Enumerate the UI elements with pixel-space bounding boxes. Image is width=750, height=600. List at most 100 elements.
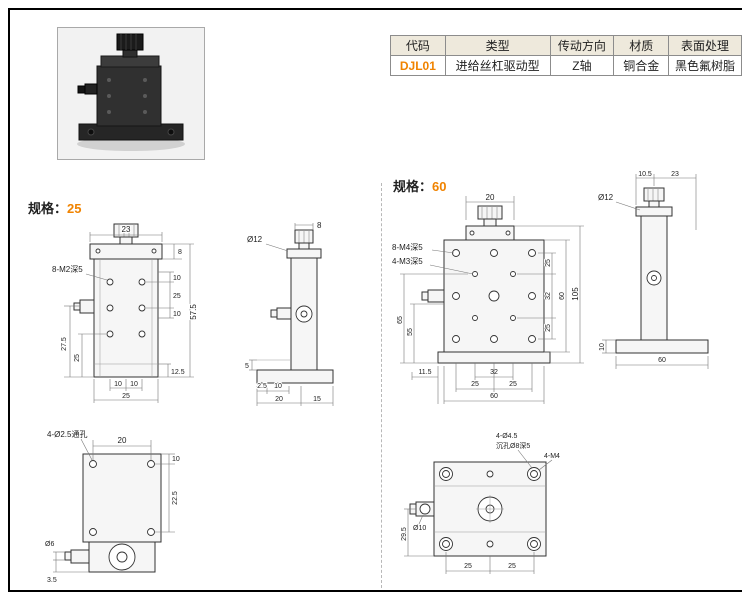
dim-label: Ø6 bbox=[45, 541, 54, 548]
spec25-side-shapes bbox=[256, 229, 334, 384]
top-plate bbox=[100, 55, 160, 68]
col-finish: 表面处理 bbox=[668, 35, 742, 56]
col-material: 材质 bbox=[613, 35, 670, 56]
spec60-heading: 规格：60 bbox=[393, 176, 446, 195]
spec60-side-dimensions: 10.5 23 Ø12 10 60 bbox=[597, 170, 709, 369]
screw bbox=[143, 78, 147, 82]
side-knob bbox=[84, 83, 98, 95]
dim-label: 10 bbox=[114, 381, 122, 388]
value-finish: 黑色氟树脂 bbox=[668, 55, 742, 76]
page-frame bbox=[8, 8, 742, 592]
screw bbox=[143, 94, 147, 98]
spec-table: 代码 类型 传动方向 材质 表面处理 DJL01 进给丝杠驱动型 Z轴 铜合金 … bbox=[390, 35, 742, 76]
dim-label: 3.5 bbox=[47, 577, 57, 584]
spec25-bottom-view: 4-Ø2.5通孔 20 10 22.5 Ø6 3.5 bbox=[44, 428, 181, 585]
dim-label: 29.5 bbox=[401, 527, 408, 541]
hole-callout: 8-M4深5 bbox=[392, 243, 423, 252]
col-type: 类型 bbox=[444, 35, 551, 56]
spec25-front-shapes bbox=[73, 223, 163, 378]
dim-label: 55 bbox=[407, 328, 414, 336]
dim-label: 2.5 bbox=[257, 383, 267, 390]
base-foot bbox=[615, 339, 709, 354]
screw bbox=[107, 110, 111, 114]
dim-label: 65 bbox=[397, 316, 404, 324]
side-knob-cap bbox=[77, 85, 86, 94]
product-photo-illustration bbox=[77, 33, 185, 151]
dim-label: 20 bbox=[275, 396, 283, 403]
dim-label: 12.5 bbox=[171, 369, 185, 376]
col-code: 代码 bbox=[390, 35, 446, 56]
side-knob-cap bbox=[421, 291, 429, 301]
spec25-front-dimensions: 23 8-M2深5 8 10 25 10 57.5 27.5 25 12.5 bbox=[51, 224, 199, 403]
value-direction: Z轴 bbox=[549, 55, 615, 76]
dim-label: 60 bbox=[658, 357, 666, 364]
spec25-heading-size: 25 bbox=[67, 201, 82, 216]
dim-label: 25 bbox=[508, 563, 516, 570]
dim-label: 23 bbox=[671, 171, 679, 178]
knob-neck bbox=[119, 236, 133, 245]
side-knob bbox=[427, 289, 445, 303]
screw bbox=[107, 94, 111, 98]
spec-table-value-row: DJL01 进给丝杠驱动型 Z轴 铜合金 黑色氟树脂 bbox=[390, 55, 742, 76]
side-knob bbox=[79, 299, 95, 314]
dim-label: 32 bbox=[545, 292, 552, 300]
spec25-front-view: 23 8-M2深5 8 10 25 10 57.5 27.5 25 12.5 bbox=[51, 223, 199, 403]
spec60-front-view: 20 8-M4深5 4-M3深5 65 55 25 32 25 60 105 bbox=[391, 192, 584, 404]
hole-callout: 沉孔Ø8深5 bbox=[496, 441, 530, 450]
product-photo bbox=[57, 27, 205, 160]
spec60-front-dimensions: 20 8-M4深5 4-M3深5 65 55 25 32 25 60 105 bbox=[391, 192, 584, 404]
dim-label: 10 bbox=[130, 381, 138, 388]
dim-label: 10 bbox=[173, 311, 181, 318]
body bbox=[93, 258, 159, 378]
spec60-bottom-view: 4-Ø4.5 沉孔Ø8深5 4-M4 29.5 Ø10 25 25 bbox=[400, 432, 561, 574]
dim-label: Ø12 bbox=[598, 193, 614, 202]
knob-neck bbox=[483, 218, 497, 227]
base-hole bbox=[167, 128, 175, 136]
hole-callout: 4-Ø4.5 bbox=[496, 433, 518, 440]
spec60-front-shapes bbox=[421, 205, 551, 364]
value-material: 铜合金 bbox=[613, 55, 670, 76]
spec60-heading-label: 规格： bbox=[393, 179, 433, 194]
spec25-side-view: 8 Ø12 5 2.5 10 20 15 bbox=[244, 220, 334, 406]
side-knob bbox=[70, 549, 90, 564]
top-plate bbox=[89, 243, 163, 260]
hole-callout: 4-Ø2.5通孔 bbox=[47, 429, 87, 439]
base-foot bbox=[256, 369, 334, 384]
dim-label: 10 bbox=[173, 275, 181, 282]
dim-label: 25 bbox=[74, 354, 81, 362]
dim-label: 105 bbox=[571, 287, 580, 301]
dim-label: 15 bbox=[313, 396, 321, 403]
base-hole bbox=[87, 128, 95, 136]
dim-label: 25 bbox=[464, 563, 472, 570]
knob-neck bbox=[298, 242, 310, 250]
dim-label: 25 bbox=[471, 381, 479, 388]
hole-callout: 4-M3深5 bbox=[392, 257, 423, 266]
dim-label: 25 bbox=[122, 393, 130, 400]
dim-label: 22.5 bbox=[172, 491, 179, 505]
dim-label: 11.5 bbox=[418, 369, 431, 376]
stage-body bbox=[96, 65, 162, 127]
knob-neck bbox=[648, 200, 660, 208]
spec60-bottom-shapes bbox=[409, 461, 547, 557]
spec25-heading-label: 规格： bbox=[28, 201, 68, 216]
value-type: 进给丝杠驱动型 bbox=[444, 55, 551, 76]
top-flange bbox=[286, 248, 322, 259]
side-knob-cap bbox=[73, 302, 81, 311]
spec25-side-dimensions: 8 Ø12 5 2.5 10 20 15 bbox=[244, 220, 334, 406]
dim-label: 60 bbox=[559, 292, 566, 300]
spec25-heading: 规格：25 bbox=[28, 198, 81, 217]
dim-label: 25 bbox=[545, 324, 552, 332]
dim-label: 20 bbox=[118, 436, 127, 445]
screw bbox=[107, 78, 111, 82]
dim-label: 8 bbox=[178, 249, 182, 256]
section-divider bbox=[381, 183, 382, 588]
spec60-side-view: 10.5 23 Ø12 10 60 bbox=[597, 170, 709, 369]
dim-label: 60 bbox=[490, 393, 498, 400]
dim-label: 10 bbox=[274, 383, 282, 390]
spec60-side-shapes bbox=[615, 187, 709, 354]
dim-label: 5 bbox=[245, 363, 249, 370]
dim-label: Ø12 bbox=[247, 235, 263, 244]
col-direction: 传动方向 bbox=[549, 35, 615, 56]
spec25-bottom-shapes bbox=[64, 453, 162, 573]
